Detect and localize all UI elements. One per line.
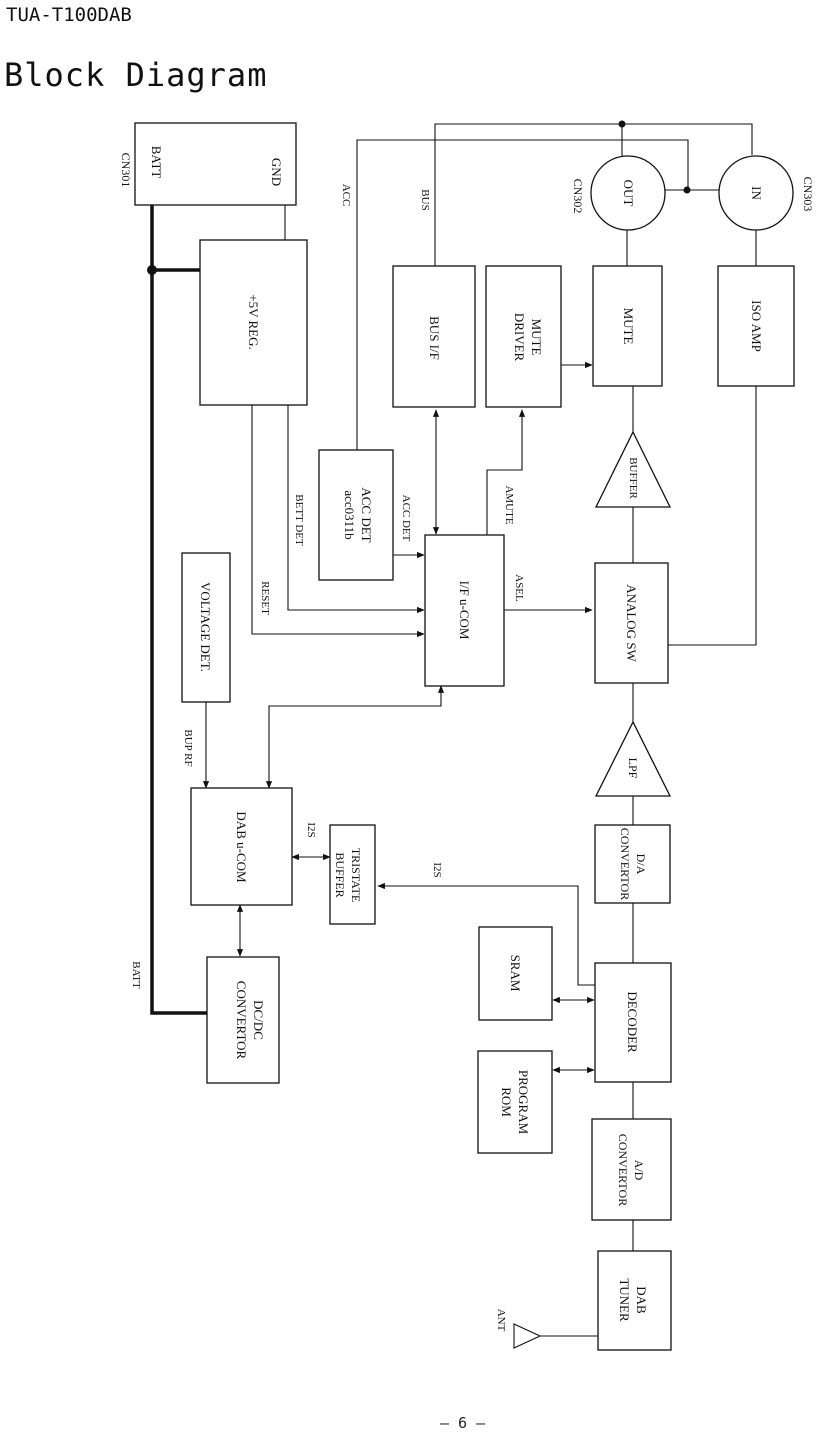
acc-det-label-2: acc0311b <box>342 490 357 539</box>
ant-symbol <box>513 1323 542 1349</box>
out-label: OUT <box>621 180 636 207</box>
model-number: TUA-T100DAB <box>6 4 132 26</box>
gnd-pin-label: GND <box>269 158 284 186</box>
dab-tuner-block <box>597 1250 672 1351</box>
mute-block <box>592 265 663 387</box>
sram-block <box>478 926 553 1021</box>
reset-signal-label: RESET <box>259 581 271 615</box>
reg5v-label: +5V REG. <box>246 294 261 350</box>
voltage-det-block <box>181 552 231 703</box>
acc-det-block <box>318 449 394 581</box>
bus-if-block <box>392 265 476 408</box>
i2s-signal-label-1: I2S <box>305 822 317 837</box>
tristate-label-2: BUFFER <box>333 852 347 897</box>
ad-convertor-block <box>591 1118 672 1221</box>
cn303-label: CN303 <box>801 177 815 212</box>
batt-signal-label: BATT <box>130 961 142 989</box>
batt-junction-dot <box>147 265 157 275</box>
lpf-label: LPF <box>626 758 640 779</box>
buffer-triangle <box>594 430 672 508</box>
out-in-junction-dot <box>683 186 691 194</box>
bus-signal-label: BUS <box>419 189 431 210</box>
bup-rf-signal-label: BUP RF <box>182 729 194 766</box>
ad-label-1: A/D <box>632 1160 646 1181</box>
ad-label-2: CONVERTOR <box>616 1134 630 1206</box>
dcdc-label-1: DC/DC <box>251 1000 266 1040</box>
reg5v-block <box>199 239 308 406</box>
if-ucom-label: I/F u-COM <box>457 581 472 640</box>
da-label-1: D/A <box>634 854 648 875</box>
tristate-buffer-block <box>329 824 376 925</box>
buffer-label: BUFFER <box>627 457 639 499</box>
dcdc-convertor-block <box>206 956 280 1084</box>
acc-line <box>356 139 689 450</box>
i2s-decoder-tristate-line <box>377 882 595 986</box>
mute-driver-label-1: MUTE <box>529 319 544 356</box>
acc-signal-label: ACC <box>340 184 352 207</box>
cn303-in-connector <box>718 155 794 231</box>
bett-det-signal-label: BETT DET <box>293 494 305 546</box>
voltage-det-label: VOLTAGE DET. <box>198 582 213 672</box>
batt-bus-line <box>150 205 207 1015</box>
cn302-label: CN302 <box>571 179 585 214</box>
mute-label: MUTE <box>621 308 636 345</box>
sram-label: SRAM <box>508 955 523 992</box>
page-title: Block Diagram <box>4 56 268 94</box>
iso-analog-line <box>668 386 757 646</box>
decoder-block <box>594 962 672 1083</box>
tuner-label-2: TUNER <box>617 1278 632 1322</box>
iso-amp-block <box>717 265 795 387</box>
lpf-triangle <box>594 720 672 797</box>
reset-line <box>251 405 425 638</box>
batt-pin-label: BATT <box>149 146 164 179</box>
bus-line <box>434 123 753 266</box>
in-label: IN <box>749 186 764 200</box>
dcdc-label-2: CONVERTOR <box>234 981 249 1060</box>
ucom-dabucom-line <box>265 685 445 789</box>
mute-driver-label-2: DRIVER <box>512 313 527 362</box>
amute-signal-label: AMUTE <box>503 485 515 524</box>
program-rom-label-2: ROM <box>499 1087 514 1117</box>
ant-signal-label: ANT <box>495 1309 507 1332</box>
asel-signal-label: ASEL <box>513 574 525 602</box>
analog-sw-label: ANALOG SW <box>624 584 639 662</box>
da-label-2: CONVERTOR <box>618 828 632 900</box>
iso-amp-label: ISO AMP <box>749 300 764 352</box>
if-ucom-block <box>424 534 505 687</box>
dab-ucom-label: DAB u-COM <box>234 811 249 883</box>
tuner-label-1: DAB <box>634 1286 649 1314</box>
analog-sw-block <box>594 562 669 684</box>
program-rom-block <box>477 1050 553 1154</box>
mute-driver-block <box>485 265 562 408</box>
cn301-connector <box>134 122 297 206</box>
dab-ucom-block <box>190 787 293 906</box>
da-convertor-block <box>594 824 671 904</box>
page-number: – 6 – <box>440 1414 486 1432</box>
decoder-label: DECODER <box>625 991 640 1053</box>
amute-line <box>486 409 526 535</box>
i2s-signal-label-2: I2S <box>431 862 443 877</box>
bus-if-label: BUS I/F <box>427 316 442 360</box>
program-rom-label-1: PROGRAM <box>516 1070 531 1135</box>
cn301-label: CN301 <box>119 153 133 188</box>
bett-det-line <box>287 405 425 614</box>
cn302-out-connector <box>590 155 666 231</box>
acc-det-signal-label: ACC DET <box>400 495 412 542</box>
tristate-label-1: TRISTATE <box>349 848 363 902</box>
acc-det-label-1: ACC DET <box>359 487 374 542</box>
